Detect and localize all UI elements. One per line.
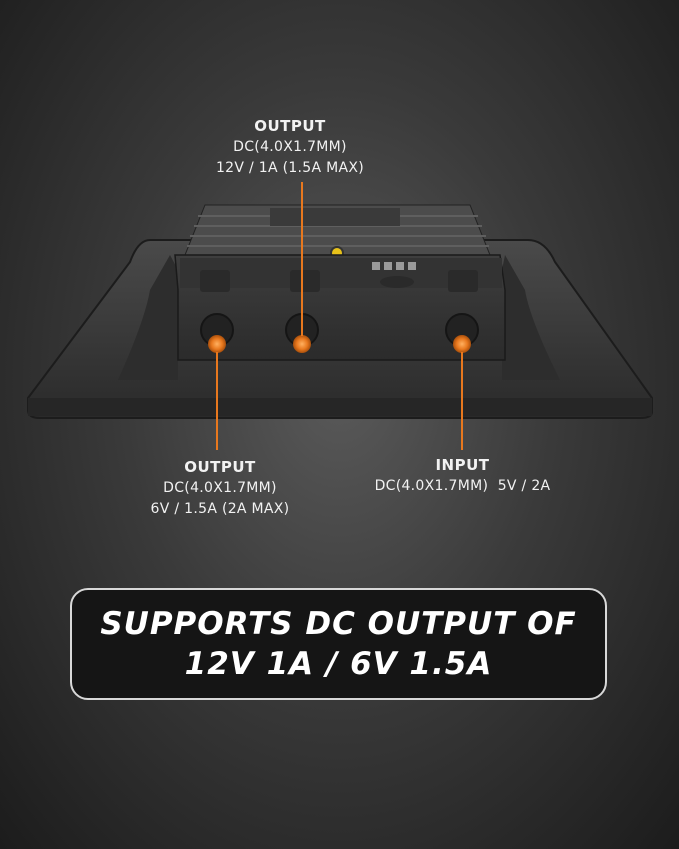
- callout-spec: DC(4.0X1.7MM) 5V / 2A: [374, 478, 551, 494]
- port-output-6v: [200, 313, 234, 353]
- callout-input: INPUT DC(4.0X1.7MM) 5V / 2A: [355, 455, 570, 497]
- banner-line-1: SUPPORTS DC OUTPUT OF: [100, 606, 577, 642]
- heatsink: [184, 204, 491, 260]
- right-wing: [502, 255, 560, 380]
- left-wing: [118, 255, 178, 380]
- callout-title: OUTPUT: [254, 117, 326, 135]
- port-input-5v: [445, 313, 479, 353]
- callout-title: INPUT: [435, 456, 490, 474]
- callout-title: OUTPUT: [184, 458, 256, 476]
- callout-output-6v: OUTPUT DC(4.0X1.7MM) 6V / 1.5A (2A MAX): [120, 457, 320, 520]
- callout-rating: 6V / 1.5A (2A MAX): [150, 501, 290, 517]
- callout-spec: DC(4.0X1.7MM): [233, 139, 347, 155]
- banner-line-2: 12V 1A / 6V 1.5A: [184, 646, 493, 682]
- callout-output-12v: OUTPUT DC(4.0X1.7MM) 12V / 1A (1.5A MAX): [190, 116, 390, 179]
- feature-banner: SUPPORTS DC OUTPUT OF 12V 1A / 6V 1.5A: [70, 588, 607, 700]
- port-panel: [174, 254, 506, 361]
- callout-spec: DC(4.0X1.7MM): [163, 480, 277, 496]
- callout-rating: 12V / 1A (1.5A MAX): [215, 160, 365, 176]
